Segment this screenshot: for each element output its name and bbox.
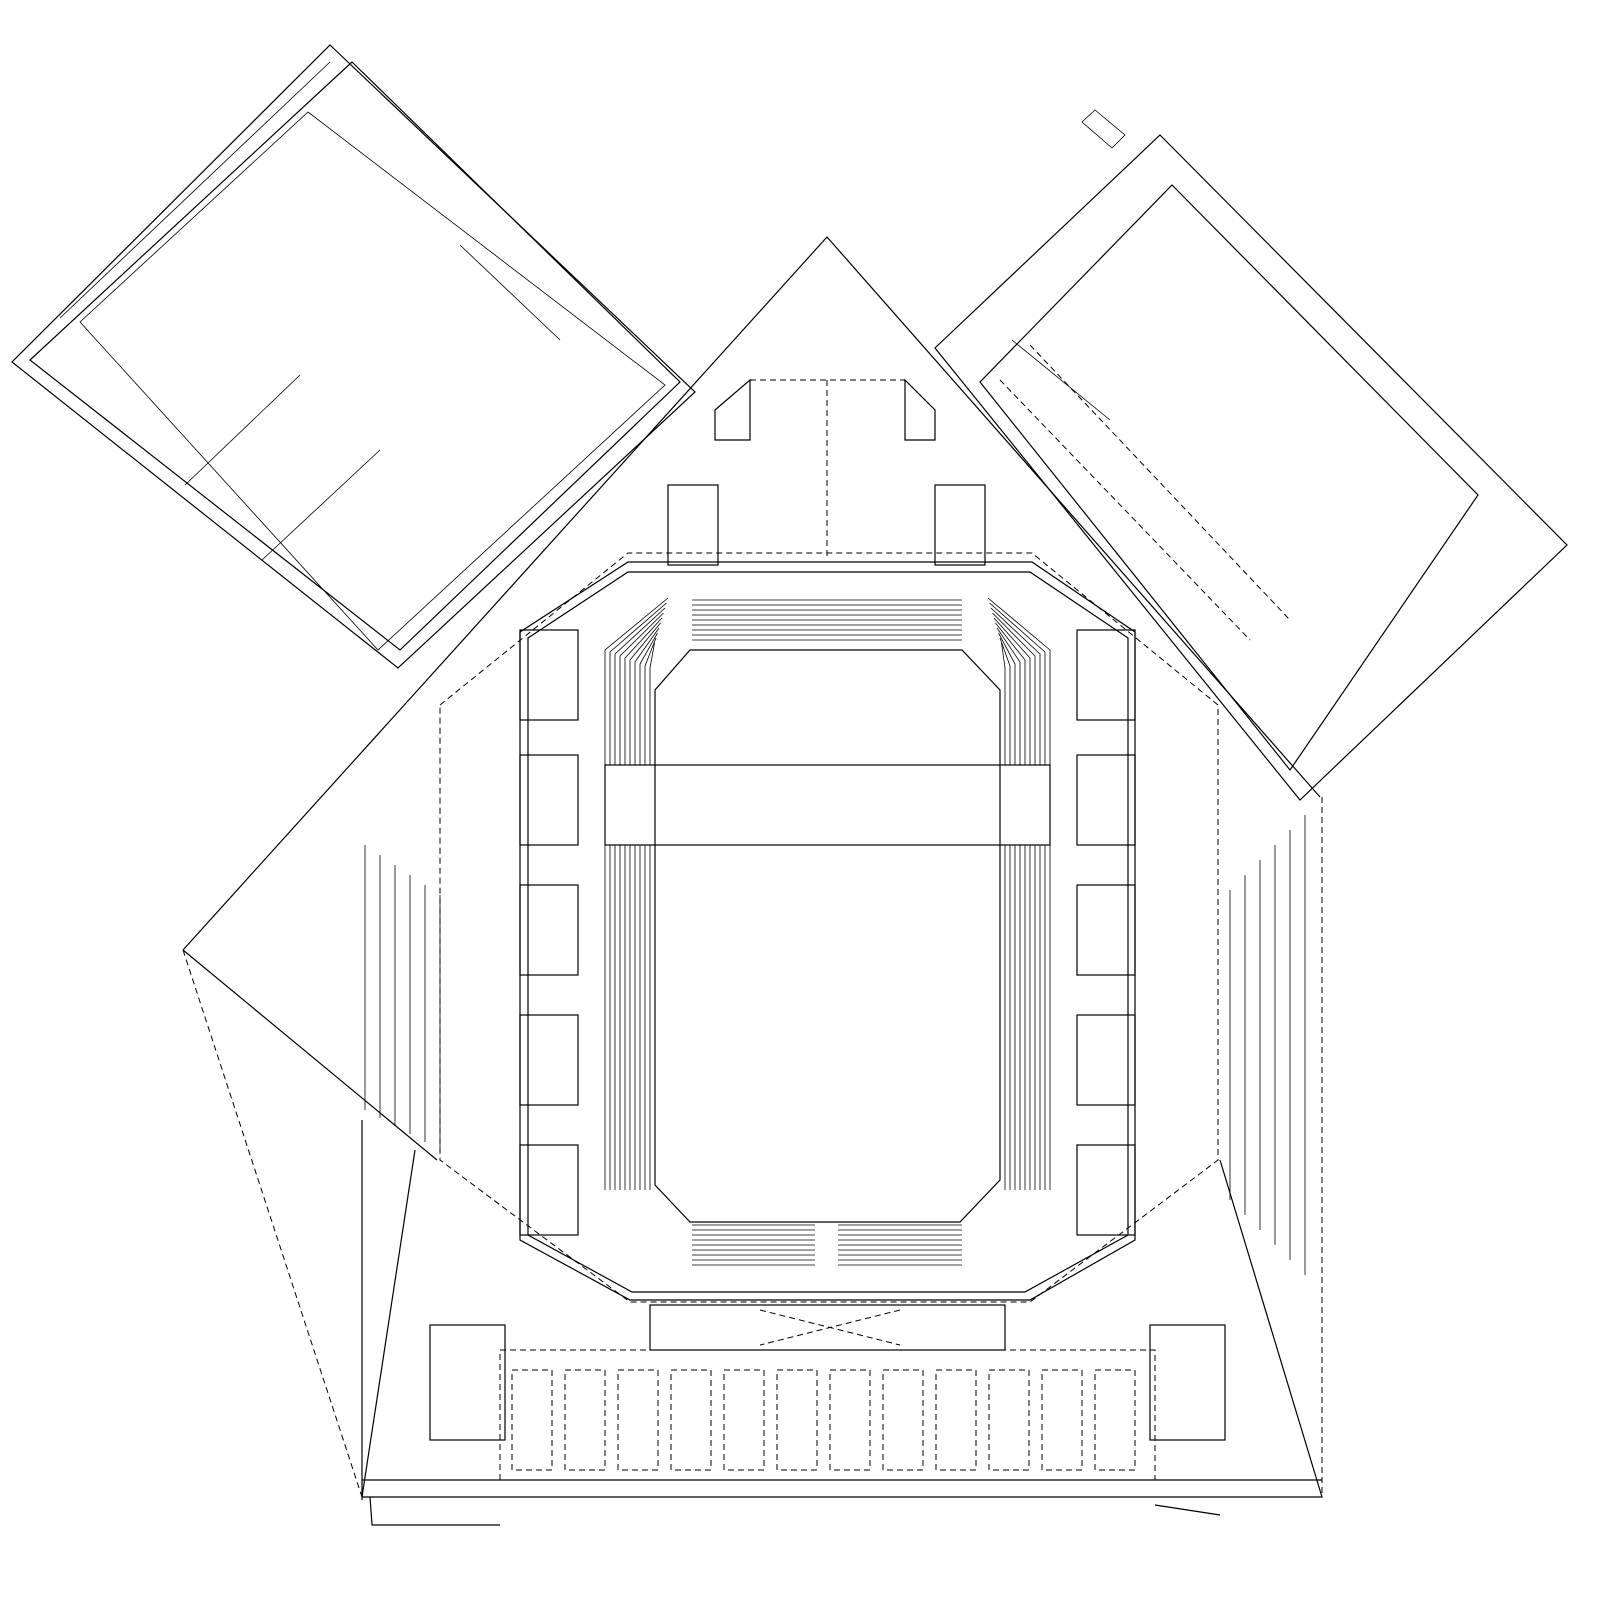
east-seating-row: [990, 607, 1041, 765]
parking-bays: [429, 1324, 1226, 1481]
entrance-hall: [667, 378, 986, 566]
parking-bay: [935, 1369, 977, 1471]
east-stair-core: [1076, 754, 1136, 846]
west-seating-row: [614, 607, 666, 765]
east-seating-row: [999, 637, 1011, 765]
parking-bay: [670, 1369, 712, 1471]
east-seating-row: [1001, 642, 1006, 765]
main-roof-outline: [182, 236, 1323, 1526]
west-seating-row: [634, 627, 660, 765]
west-seating-row: [609, 602, 667, 765]
parking-bay: [511, 1369, 553, 1471]
west-seating-row: [624, 617, 663, 765]
east-seating-row: [992, 612, 1036, 765]
west-stair-core: [519, 754, 579, 846]
side-stands: [364, 815, 1306, 1275]
east-seating-row: [993, 617, 1031, 765]
west-seating-row: [639, 632, 658, 765]
west-seating-row: [619, 612, 664, 765]
cross-aisle: [604, 764, 1051, 846]
east-seating-row: [995, 622, 1026, 765]
parking-bay: [882, 1369, 924, 1471]
west-seating-row: [604, 597, 669, 765]
east-stair-core: [1076, 1014, 1136, 1106]
parking-bay: [776, 1369, 818, 1471]
west-stair-core: [519, 884, 579, 976]
east-seating-row: [987, 597, 1051, 765]
parking-bay: [1094, 1369, 1136, 1471]
east-stair-core: [1076, 629, 1136, 721]
parking-bay: [723, 1369, 765, 1471]
south-entrance: [649, 1304, 1006, 1351]
east-seating-row: [996, 627, 1021, 765]
east-seating-row: [998, 632, 1016, 765]
west-stair-core: [519, 629, 579, 721]
east-stair-core: [1076, 1144, 1136, 1236]
west-seating-row: [629, 622, 661, 765]
right-hall-building: [934, 109, 1568, 801]
arena-floor: [654, 649, 1001, 1223]
arena-bowl: [439, 552, 1219, 1351]
parking-bay: [988, 1369, 1030, 1471]
parking-bay: [829, 1369, 871, 1471]
east-seating-row: [989, 602, 1046, 765]
west-seating-row: [644, 637, 657, 765]
east-stair-core: [1076, 884, 1136, 976]
parking-bay: [617, 1369, 659, 1471]
parking-bay: [1041, 1369, 1083, 1471]
parking-bay: [564, 1369, 606, 1471]
west-seating-row: [649, 642, 655, 765]
left-hall-building: [11, 44, 696, 669]
west-stair-core: [519, 1144, 579, 1236]
west-stair-core: [519, 1014, 579, 1106]
